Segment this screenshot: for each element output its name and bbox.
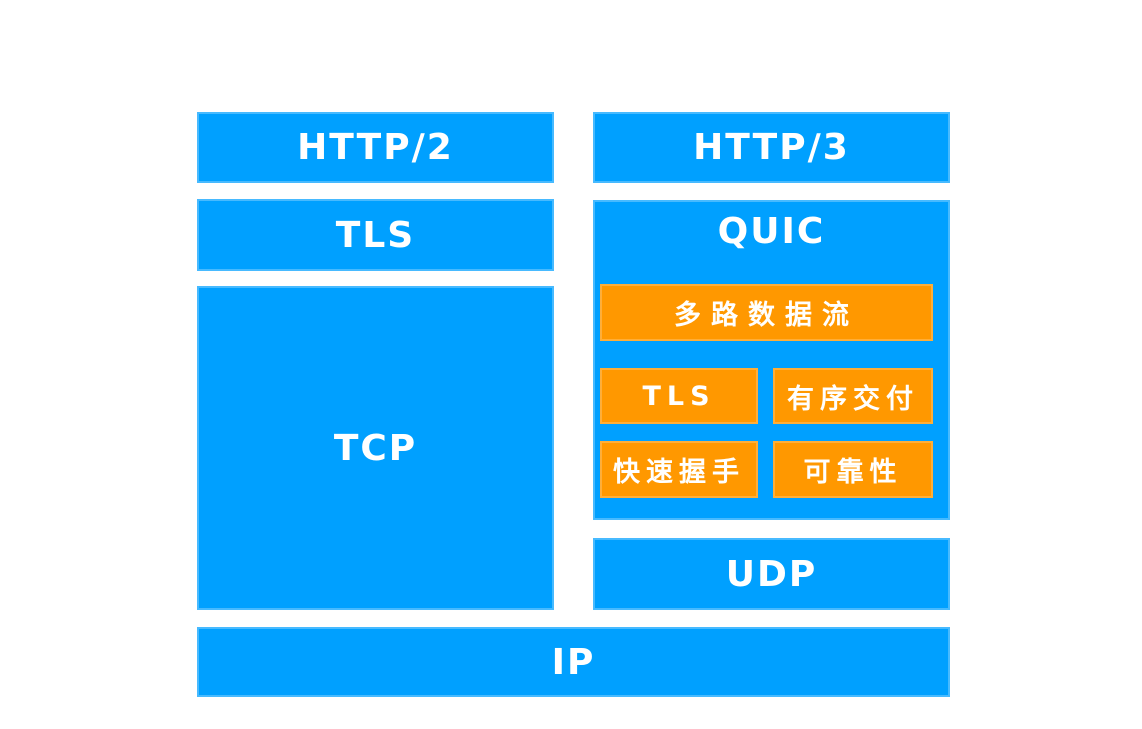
http3-label: HTTP/3	[693, 127, 850, 168]
quic-feature-fast-handshake: 快速握手	[600, 441, 758, 498]
quic-feature-reliability: 可靠性	[773, 441, 933, 498]
quic-feature-tls-label: TLS	[642, 380, 716, 412]
tcp-label: TCP	[333, 427, 418, 469]
tls-layer-box: TLS	[197, 199, 554, 271]
tls-label: TLS	[335, 214, 416, 256]
quic-feature-multiplexed-streams-label: 多路数据流	[674, 300, 859, 331]
http2-layer-box: HTTP/2	[197, 112, 554, 183]
http3-layer-box: HTTP/3	[593, 112, 950, 183]
quic-feature-ordered-delivery: 有序交付	[773, 368, 933, 424]
ip-label: IP	[551, 641, 596, 683]
quic-layer-box: QUIC 多路数据流 TLS 有序交付 快速握手 可靠性	[593, 200, 950, 520]
quic-feature-multiplexed-streams: 多路数据流	[600, 284, 933, 341]
quic-feature-reliability-label: 可靠性	[803, 457, 903, 488]
quic-title: QUIC	[593, 211, 950, 252]
quic-feature-ordered-delivery-label: 有序交付	[787, 383, 919, 415]
udp-layer-box: UDP	[593, 538, 950, 610]
udp-label: UDP	[725, 553, 818, 595]
quic-feature-fast-handshake-label: 快速握手	[613, 457, 745, 488]
quic-feature-tls: TLS	[600, 368, 758, 424]
http2-label: HTTP/2	[297, 127, 454, 168]
tcp-layer-box: TCP	[197, 286, 554, 610]
quic-label: QUIC	[717, 211, 826, 252]
ip-layer-box: IP	[197, 627, 950, 697]
